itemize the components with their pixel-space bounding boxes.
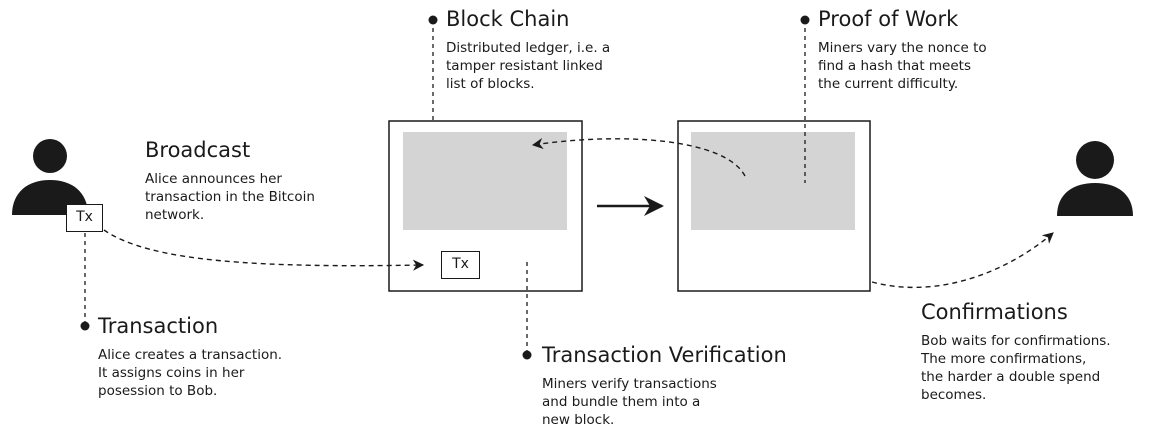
verification-title: Transaction Verification xyxy=(542,343,787,367)
label-broadcast: Broadcast Alice announces her transactio… xyxy=(145,138,315,224)
dot-transaction xyxy=(80,321,90,331)
tx-box-block: Tx xyxy=(441,251,480,279)
label-verification: Transaction Verification Miners verify t… xyxy=(542,343,787,429)
user-icon-bob xyxy=(1057,141,1133,216)
pow-title: Proof of Work xyxy=(818,7,959,31)
tx-box-alice: Tx xyxy=(66,204,103,232)
transaction-title: Transaction xyxy=(98,314,219,338)
dot-verification xyxy=(522,350,532,360)
dot-blockchain xyxy=(428,15,438,25)
verification-desc: Miners verify transactions and bundle th… xyxy=(542,376,717,428)
confirmations-title: Confirmations xyxy=(921,300,1068,324)
broadcast-desc: Alice announces her transaction in the B… xyxy=(145,171,315,223)
dot-pow xyxy=(800,15,810,25)
hash-pointer-arrow xyxy=(531,137,746,177)
block-2 xyxy=(677,120,871,292)
broadcast-arrow xyxy=(103,229,425,271)
label-blockchain: Block Chain Distributed ledger, i.e. a t… xyxy=(446,7,610,93)
confirmation-arrow xyxy=(871,232,1054,289)
label-transaction: Transaction Alice creates a transaction.… xyxy=(98,314,282,400)
transaction-desc: Alice creates a transaction. It assigns … xyxy=(98,347,283,399)
pow-desc: Miners vary the nonce to find a hash tha… xyxy=(818,40,987,92)
blockchain-desc: Distributed ledger, i.e. a tamper resist… xyxy=(446,40,611,92)
broadcast-title: Broadcast xyxy=(145,138,251,162)
label-confirmations: Confirmations Bob waits for confirmation… xyxy=(921,300,1111,404)
blockchain-title: Block Chain xyxy=(446,7,570,31)
confirmations-desc: Bob waits for confirmations. The more co… xyxy=(921,333,1111,403)
label-pow: Proof of Work Miners vary the nonce to f… xyxy=(818,7,987,93)
